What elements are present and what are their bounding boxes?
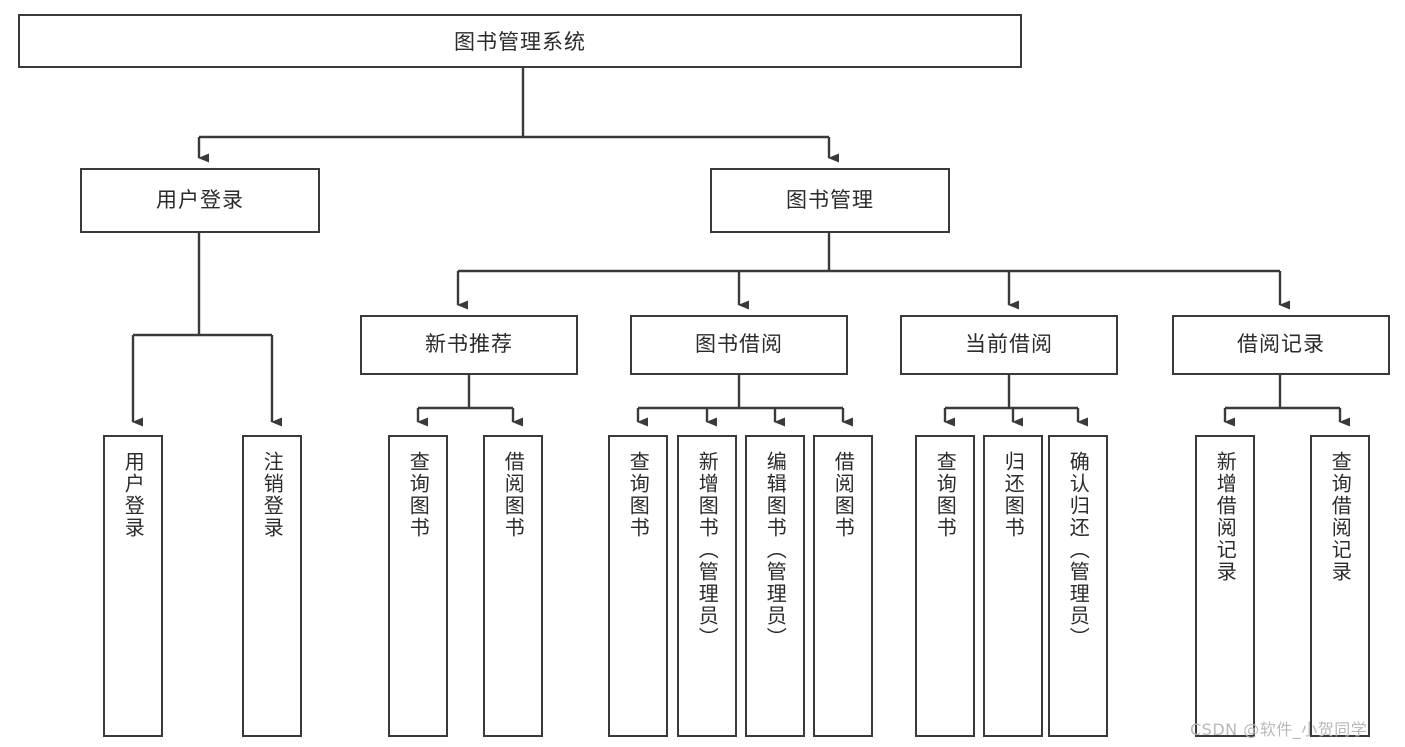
node-label: 新增图书（管理员） bbox=[695, 451, 720, 649]
node-label: 查询图书 bbox=[406, 451, 431, 539]
node-leaf-borrow-book-recommend[interactable]: 借阅图书 bbox=[483, 435, 543, 737]
node-leaf-query-book-current[interactable]: 查询图书 bbox=[915, 435, 975, 737]
node-leaf-borrow-book[interactable]: 借阅图书 bbox=[813, 435, 873, 737]
watermark-csdn: CSDN @软件_小贺同学 bbox=[1190, 720, 1368, 739]
node-label: 查询借阅记录 bbox=[1328, 451, 1353, 583]
node-label: 确认归还（管理员） bbox=[1066, 451, 1091, 649]
node-label: 图书借阅 bbox=[695, 332, 783, 357]
node-new-book-recommend[interactable]: 新书推荐 bbox=[360, 315, 578, 375]
node-label: 图书管理系统 bbox=[454, 30, 586, 54]
node-label: 归还图书 bbox=[1001, 451, 1026, 539]
node-book-borrow[interactable]: 图书借阅 bbox=[630, 315, 848, 375]
node-label: 编辑图书（管理员） bbox=[763, 451, 788, 649]
node-current-borrow[interactable]: 当前借阅 bbox=[900, 315, 1118, 375]
node-leaf-logout-login[interactable]: 注销登录 bbox=[242, 435, 302, 737]
node-user-login[interactable]: 用户登录 bbox=[80, 168, 320, 233]
node-label: 借阅图书 bbox=[501, 451, 526, 539]
node-root-book-management-system[interactable]: 图书管理系统 bbox=[18, 14, 1022, 68]
node-label: 查询图书 bbox=[933, 451, 958, 539]
node-label: 借阅记录 bbox=[1237, 332, 1325, 357]
node-label: 新书推荐 bbox=[425, 332, 513, 357]
node-label: 图书管理 bbox=[786, 187, 874, 212]
node-leaf-confirm-return-admin[interactable]: 确认归还（管理员） bbox=[1048, 435, 1108, 737]
node-leaf-user-login[interactable]: 用户登录 bbox=[103, 435, 163, 737]
node-leaf-query-book-recommend[interactable]: 查询图书 bbox=[388, 435, 448, 737]
node-leaf-query-borrow-record[interactable]: 查询借阅记录 bbox=[1310, 435, 1370, 737]
node-label: 新增借阅记录 bbox=[1213, 451, 1238, 583]
node-borrow-record[interactable]: 借阅记录 bbox=[1172, 315, 1390, 375]
node-label: 用户登录 bbox=[156, 187, 244, 212]
node-book-management[interactable]: 图书管理 bbox=[710, 168, 950, 233]
node-label: 注销登录 bbox=[260, 451, 285, 539]
node-leaf-return-book[interactable]: 归还图书 bbox=[983, 435, 1043, 737]
node-label: 当前借阅 bbox=[965, 332, 1053, 357]
node-label: 借阅图书 bbox=[831, 451, 856, 539]
node-leaf-add-borrow-record[interactable]: 新增借阅记录 bbox=[1195, 435, 1255, 737]
node-label: 查询图书 bbox=[626, 451, 651, 539]
node-leaf-query-book-borrow[interactable]: 查询图书 bbox=[608, 435, 668, 737]
node-leaf-edit-book-admin[interactable]: 编辑图书（管理员） bbox=[745, 435, 805, 737]
node-leaf-add-book-admin[interactable]: 新增图书（管理员） bbox=[677, 435, 737, 737]
node-label: 用户登录 bbox=[121, 451, 146, 539]
